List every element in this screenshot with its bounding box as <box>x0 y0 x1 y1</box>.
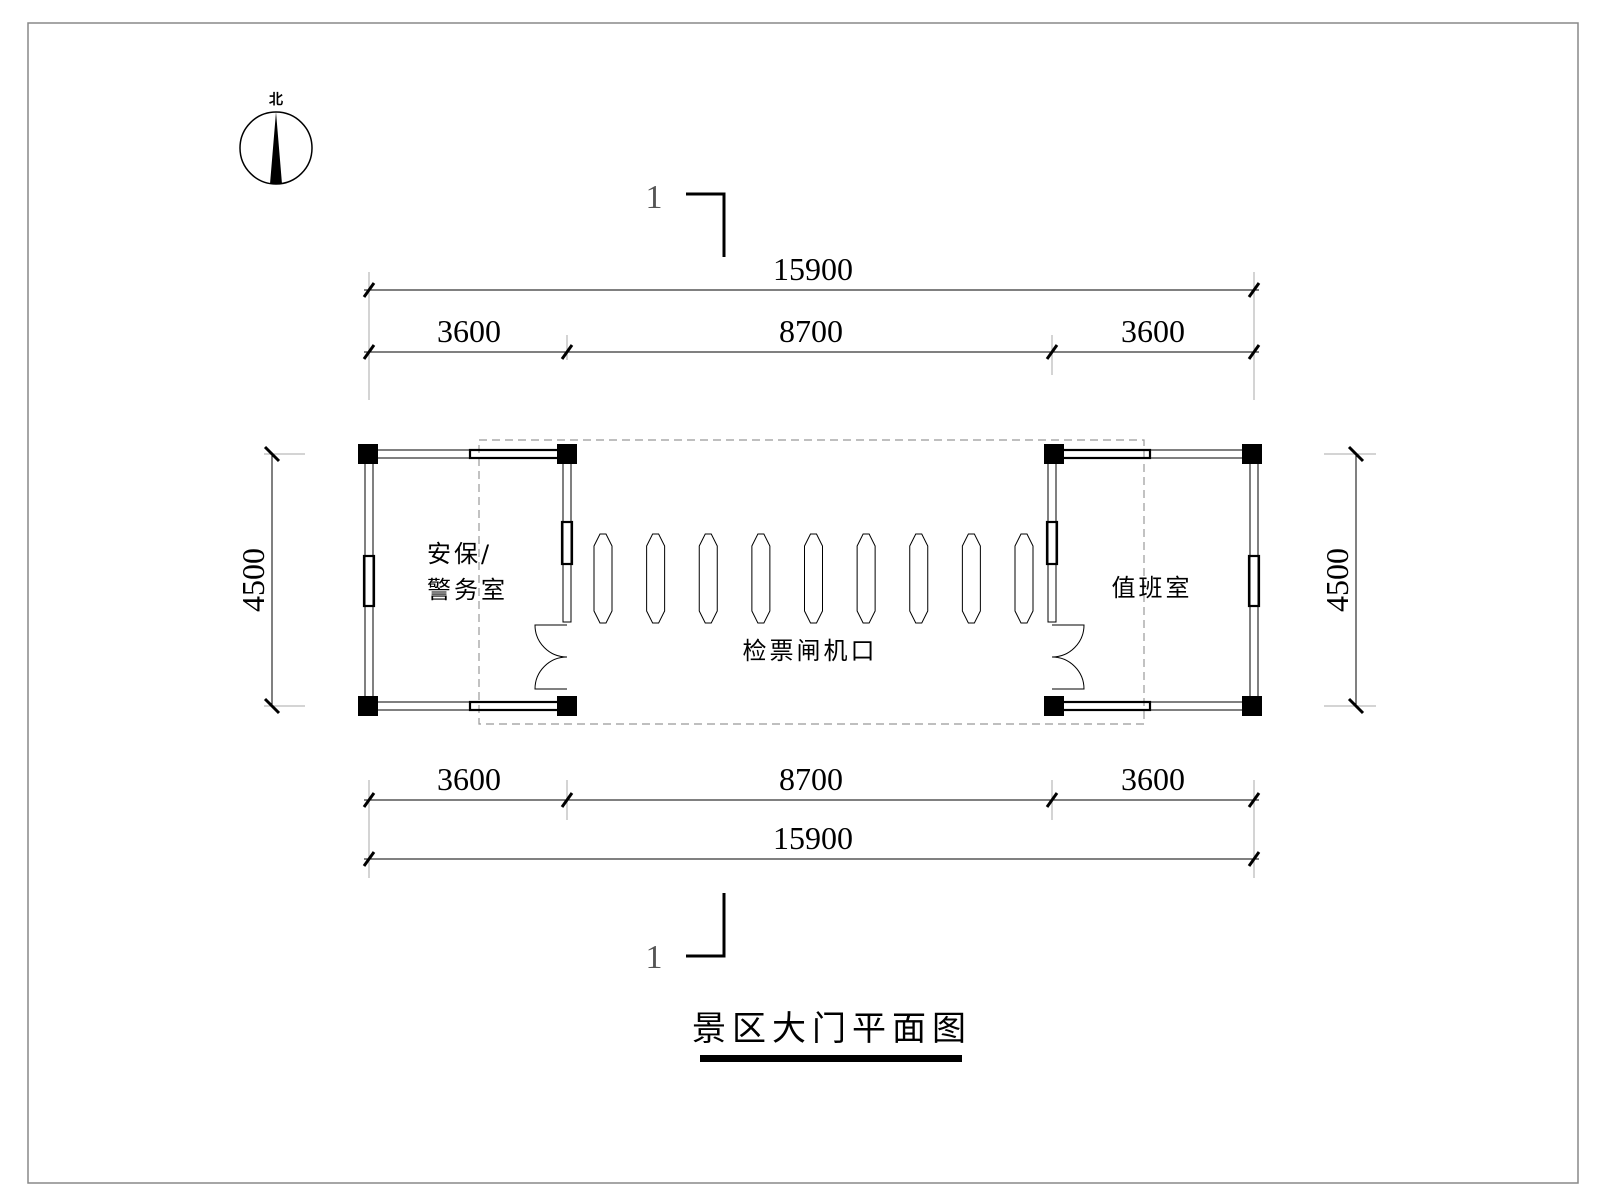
column <box>1242 696 1262 716</box>
left-bottom-window <box>468 700 564 712</box>
section-line-top <box>686 192 726 257</box>
column <box>1242 444 1262 464</box>
column <box>557 444 577 464</box>
turnstile <box>751 533 771 624</box>
turnstile <box>1014 533 1034 624</box>
turnstile-gates <box>593 533 1034 624</box>
bottom-dimensions <box>362 780 1261 878</box>
right-door-swing <box>1051 624 1085 690</box>
column <box>358 696 378 716</box>
room-label-security-line2: 警务室 <box>427 576 508 604</box>
left-door-swing <box>534 624 568 690</box>
dim-top-left: 3600 <box>437 313 501 349</box>
room-label-security-line1: 安保/ <box>427 540 492 568</box>
turnstile <box>804 533 823 624</box>
side-dimensions <box>263 445 1376 715</box>
dim-top-total: 15900 <box>773 251 853 287</box>
turnstile <box>593 533 613 624</box>
canopy-outline <box>478 439 1145 725</box>
columns <box>358 444 1262 716</box>
turnstile <box>909 533 929 624</box>
dim-bottom-right: 3600 <box>1121 761 1185 797</box>
right-west-window <box>1045 520 1059 566</box>
dim-bottom-total: 15900 <box>773 820 853 856</box>
drawing-title: 景区大门平面图 <box>692 1009 972 1049</box>
sheet-border <box>27 22 1579 1184</box>
right-east-wall <box>1249 461 1259 699</box>
section-label-top: 1 <box>646 179 663 216</box>
left-east-window <box>560 520 574 566</box>
column <box>1044 696 1064 716</box>
right-top-window <box>1054 448 1152 460</box>
section-label-bottom: 1 <box>646 939 663 976</box>
north-needle <box>270 112 282 184</box>
dim-left-height: 4500 <box>235 548 271 612</box>
left-top-window <box>468 448 564 460</box>
section-mark-bottom: 1 <box>646 893 726 976</box>
turnstile <box>961 533 981 624</box>
room-label-gate: 检票闸机口 <box>743 637 878 665</box>
dim-top-middle: 8700 <box>779 313 843 349</box>
dim-bottom-middle: 8700 <box>779 761 843 797</box>
column <box>358 444 378 464</box>
north-label: 北 <box>269 92 283 108</box>
turnstile <box>698 533 718 624</box>
top-dimensions <box>362 272 1261 400</box>
column <box>1044 444 1064 464</box>
left-east-wall <box>562 461 572 623</box>
north-arrow: 北 <box>239 92 313 185</box>
dim-right-height: 4500 <box>1319 548 1355 612</box>
right-west-wall <box>1047 461 1057 623</box>
column <box>557 696 577 716</box>
section-line-bottom <box>686 893 726 958</box>
left-west-window <box>362 554 376 608</box>
section-mark-top: 1 <box>646 179 726 257</box>
dim-bottom-left: 3600 <box>437 761 501 797</box>
dim-top-right: 3600 <box>1121 313 1185 349</box>
title-underline <box>700 1055 962 1062</box>
left-west-wall <box>364 461 374 699</box>
turnstile <box>646 533 666 624</box>
turnstile <box>856 533 876 624</box>
right-east-window <box>1247 554 1261 608</box>
room-label-duty: 值班室 <box>1112 574 1193 602</box>
right-bottom-window <box>1054 700 1152 712</box>
